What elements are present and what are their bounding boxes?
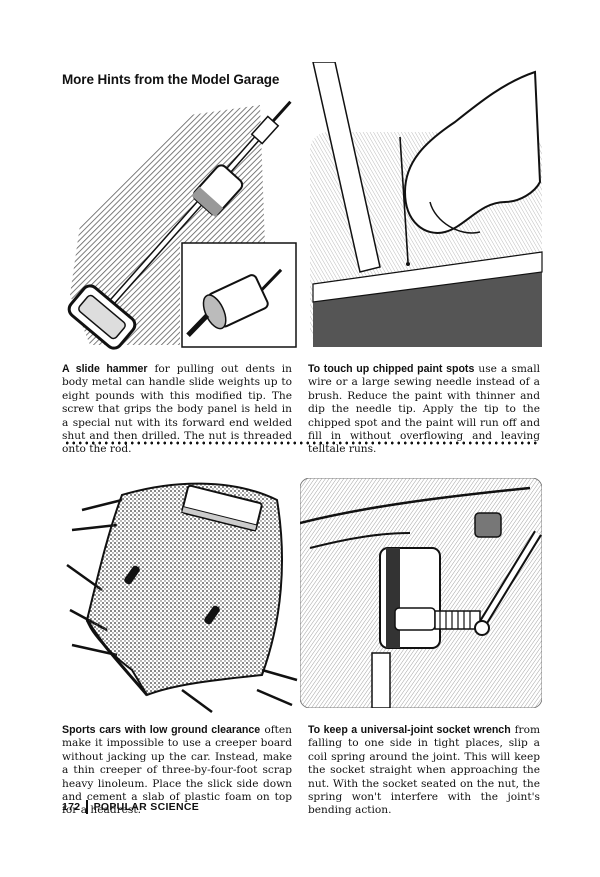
creeper-paragraph: Sports cars with low ground clearance of… [62,724,292,818]
creeper-lead: Sports cars with low ground clearance [62,724,261,736]
touch-up-needle-illustration [310,62,543,347]
magazine-name: POPULAR SCIENCE [93,801,200,813]
universal-joint-wrench-illustration [300,478,542,708]
paint-spots-lead: To touch up chipped paint spots [308,363,475,375]
slide-hammer-lead: A slide hammer [62,363,148,375]
socket-wrench-body: from falling to one side in tight places… [308,724,541,817]
linoleum-creeper-illustration [66,482,298,714]
page-title: More Hints from the Model Garage [62,72,280,87]
footer-divider [86,800,88,814]
slide-hammer-paragraph: A slide hammer for pulling out dents in … [62,363,292,457]
page-number: 172 [62,801,81,813]
socket-wrench-lead: To keep a universal-joint socket wrench [308,724,511,736]
dotted-divider [64,441,540,445]
creeper-body: often make it impossible to use a creepe… [62,724,292,817]
socket-wrench-paragraph: To keep a universal-joint socket wrench … [308,724,540,818]
page-footer: 172 POPULAR SCIENCE [62,800,199,814]
paint-spots-body: use a small wire or a large sewing needl… [308,363,540,456]
slide-hammer-body: for pulling out dents in body metal can … [62,363,292,456]
slide-hammer-illustration [67,100,297,350]
paint-spots-paragraph: To touch up chipped paint spots use a sm… [308,363,540,457]
